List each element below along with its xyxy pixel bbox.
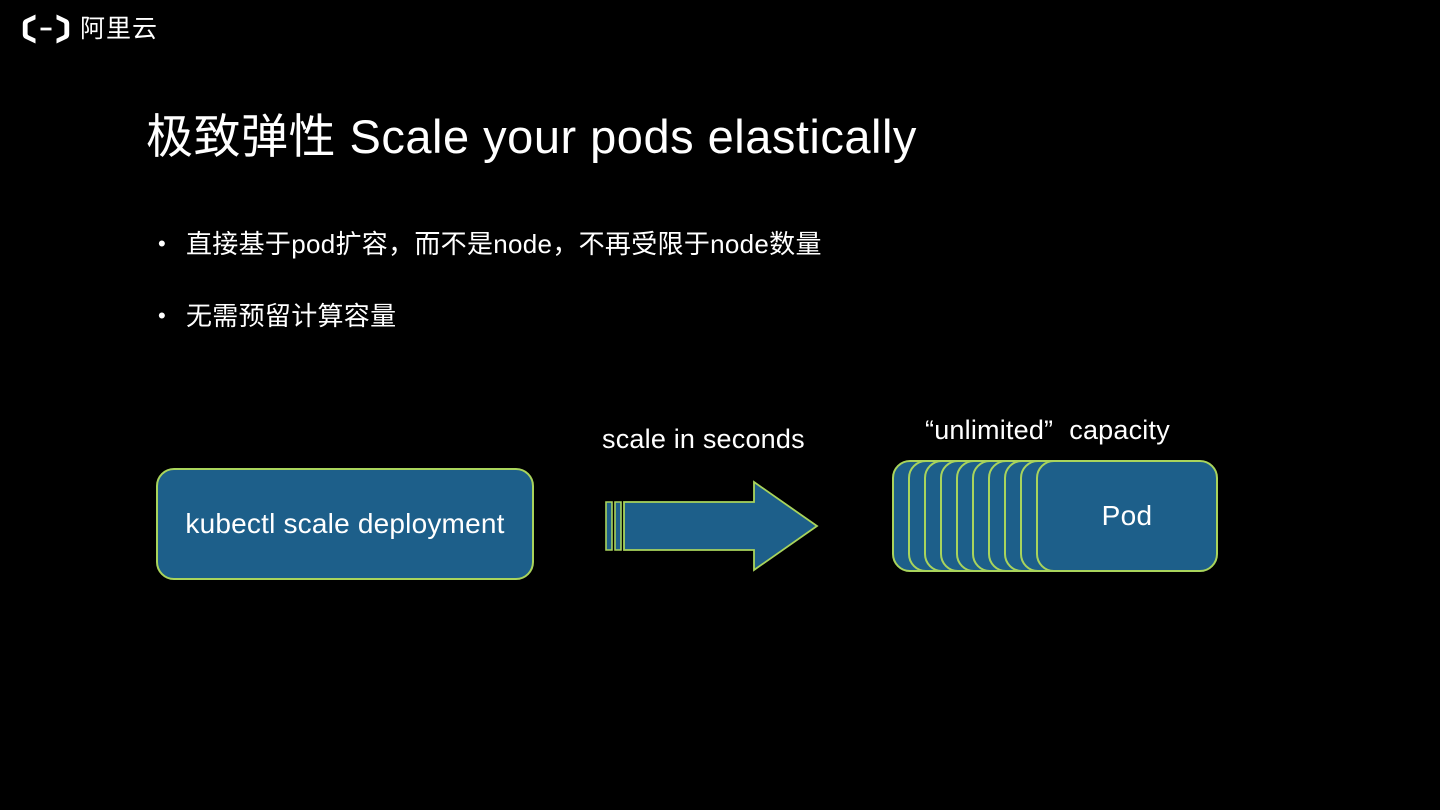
- scale-in-seconds-label: scale in seconds: [602, 424, 805, 454]
- list-item: • 直接基于pod扩容，而不是node，不再受限于node数量: [158, 224, 1058, 264]
- bullet-marker: •: [158, 303, 166, 328]
- bullet-list: • 直接基于pod扩容，而不是node，不再受限于node数量 • 无需预留计算…: [158, 224, 1058, 368]
- bullet-text: 直接基于pod扩容，而不是node，不再受限于node数量: [186, 229, 822, 259]
- pod-stack: Pod: [892, 460, 1218, 576]
- brand-name: 阿里云: [80, 14, 159, 43]
- alibaba-cloud-logo-icon: [22, 13, 70, 45]
- kubectl-command-label: kubectl scale deployment: [185, 508, 505, 539]
- brand-logo: 阿里云: [22, 13, 158, 45]
- bullet-text: 无需预留计算容量: [186, 301, 397, 331]
- pod-card-front: Pod: [1036, 460, 1218, 572]
- page-title: 极致弹性 Scale your pods elastically: [146, 110, 917, 163]
- right-arrow-icon: [604, 478, 824, 574]
- bullet-marker: •: [158, 231, 166, 256]
- unlimited-capacity-label: “unlimited” capacity: [925, 415, 1170, 446]
- list-item: • 无需预留计算容量: [158, 296, 1058, 336]
- kubectl-command-box: kubectl scale deployment: [156, 468, 534, 580]
- pod-label: Pod: [1101, 500, 1153, 531]
- unlimited-quoted-text: “unlimited”: [925, 415, 1054, 445]
- capacity-text: capacity: [1069, 415, 1170, 445]
